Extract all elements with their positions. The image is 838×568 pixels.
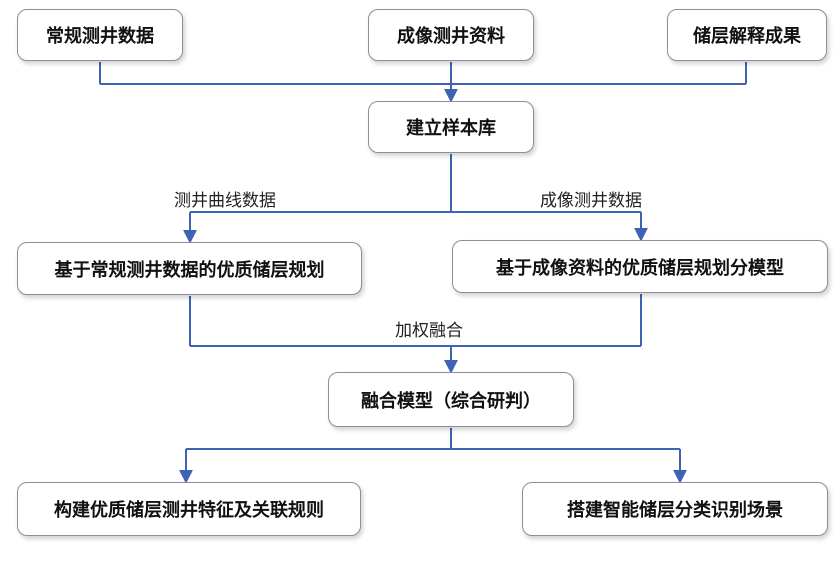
box-imaging-logging: 成像测井资料	[368, 9, 534, 61]
box-sample-library: 建立样本库	[368, 101, 534, 153]
edge-label-logging-curve-data: 测井曲线数据	[174, 191, 276, 211]
box-build-scenario: 搭建智能储层分类识别场景	[522, 482, 828, 536]
box-conventional-logging-label: 常规测井数据	[46, 26, 154, 47]
box-conventional-planning: 基于常规测井数据的优质储层规划	[17, 242, 362, 295]
box-fusion-model-label: 融合模型（综合研判）	[361, 390, 541, 412]
box-conventional-logging: 常规测井数据	[17, 9, 183, 61]
edge-label-weighted-fusion: 加权融合	[395, 321, 463, 341]
box-build-rules-label: 构建优质储层测井特征及关联规则	[54, 500, 324, 521]
box-reservoir-interpretation: 储层解释成果	[667, 9, 827, 61]
box-build-rules: 构建优质储层测井特征及关联规则	[17, 482, 361, 536]
box-fusion-model: 融合模型（综合研判）	[328, 372, 574, 427]
box-sample-library-label: 建立样本库	[406, 118, 496, 139]
box-reservoir-interpretation-label: 储层解释成果	[693, 26, 801, 47]
box-build-scenario-label: 搭建智能储层分类识别场景	[567, 500, 783, 521]
box-conventional-planning-label: 基于常规测井数据的优质储层规划	[54, 259, 325, 281]
edge-label-imaging-logging-data: 成像测井数据	[540, 191, 642, 211]
box-imaging-planning-label: 基于成像资料的优质储层规划分模型	[496, 257, 784, 279]
box-imaging-planning: 基于成像资料的优质储层规划分模型	[452, 240, 828, 293]
box-imaging-logging-label: 成像测井资料	[397, 26, 505, 47]
